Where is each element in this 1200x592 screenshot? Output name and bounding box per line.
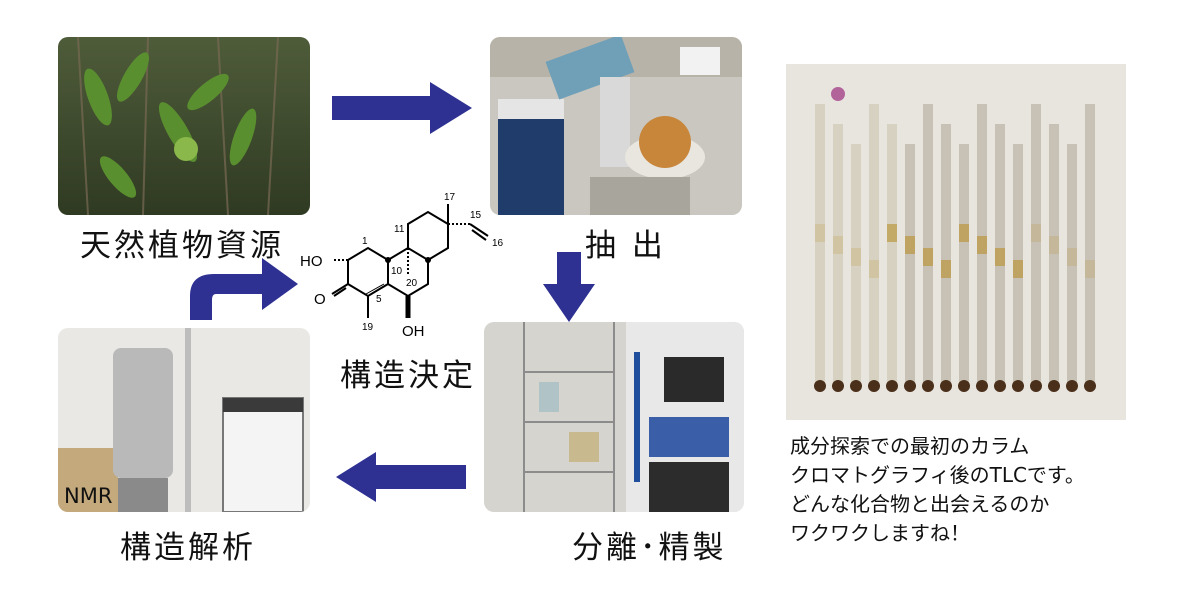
nmr-spectrometer-image [58,328,310,512]
mol-label-20: 20 [406,278,418,289]
tlc-band [1085,260,1095,278]
caption-line: クロマトグラフィ後のTLCです。 [790,463,1085,487]
tlc-spot [832,380,844,392]
mol-label-19: 19 [362,322,374,333]
molecule-structure: HO O OH 1 5 10 11 15 16 17 19 20 [300,192,504,340]
mol-label-ho: HO [300,253,323,270]
extraction-photo [490,37,742,215]
tlc-band [851,248,861,266]
mol-label-oh: OH [402,323,425,340]
label-extraction: 抽 出 [585,228,666,264]
tlc-spot [1066,380,1078,392]
tlc-band [905,236,915,254]
label-analysis: 構造解析 [120,530,256,566]
tlc-spot [922,380,934,392]
tlc-spot [940,380,952,392]
tlc-lane [851,144,861,384]
mol-label-11: 11 [394,224,405,235]
tlc-spot [886,380,898,392]
mol-label-1: 1 [362,236,368,247]
tlc-plate-photo [786,64,1126,420]
tlc-spot [958,380,970,392]
caption-line: ワクワクしますね！ [790,521,970,545]
tlc-lane [833,124,843,384]
tlc-band [1067,248,1077,266]
tlc-plate-image [786,64,1126,420]
tlc-band [941,260,951,278]
caption-line: どんな化合物と出会えるのか [790,492,1050,516]
tlc-spot [1030,380,1042,392]
tlc-spot [868,380,880,392]
tlc-spot [904,380,916,392]
caption-line: 成分探索での最初のカラム [790,434,1030,458]
mol-label-5: 5 [376,294,382,305]
tlc-spot [994,380,1006,392]
separation-photo [484,322,744,512]
tlc-spot [831,87,845,101]
tlc-band [815,224,825,242]
plant-image [58,37,310,215]
tlc-band [1013,260,1023,278]
tlc-lane [1067,144,1077,384]
arrow-curved-up-right [190,258,298,320]
arrow-left-bottom [336,452,466,502]
mol-label-17: 17 [444,192,456,203]
tlc-lane [869,104,879,384]
rotary-evaporator-image [490,37,742,215]
tlc-lane [905,144,915,384]
tlc-lane [1049,124,1059,384]
tlc-band [959,224,969,242]
tlc-band [833,236,843,254]
tlc-spot [1084,380,1096,392]
tlc-band [1031,224,1041,242]
mol-label-15: 15 [470,210,482,221]
tlc-band [869,260,879,278]
tlc-lane [1085,104,1095,384]
label-separation: 分離･精製 [572,530,727,566]
tlc-lane [959,144,969,384]
plant-photo [58,37,310,215]
tlc-band [923,248,933,266]
arrow-right-top [332,82,472,134]
tlc-spot [814,380,826,392]
tlc-band [995,248,1005,266]
tlc-spot [976,380,988,392]
tlc-lane [815,104,825,384]
tlc-spot [1012,380,1024,392]
mol-label-o: O [314,291,326,308]
label-source: 天然植物資源 [80,228,284,264]
tlc-band [977,236,987,254]
fruit [174,137,198,161]
mol-label-16: 16 [492,238,504,249]
tlc-spot [850,380,862,392]
tlc-band [887,224,897,242]
mol-label-10: 10 [391,266,403,277]
nmr-photo [58,328,310,512]
tlc-lane [941,124,951,384]
tlc-band [1049,236,1059,254]
label-determination: 構造決定 [340,358,476,394]
chromatography-image [484,322,744,512]
tlc-lane [887,124,897,384]
tlc-lane [923,104,933,384]
tlc-spot [1048,380,1060,392]
tlc-caption: 成分探索での最初のカラム クロマトグラフィ後のTLCです。 どんな化合物と出会え… [790,432,1085,548]
arrow-down-right [543,252,595,322]
nmr-label: NMR [64,484,113,508]
tlc-lane [1031,104,1041,384]
